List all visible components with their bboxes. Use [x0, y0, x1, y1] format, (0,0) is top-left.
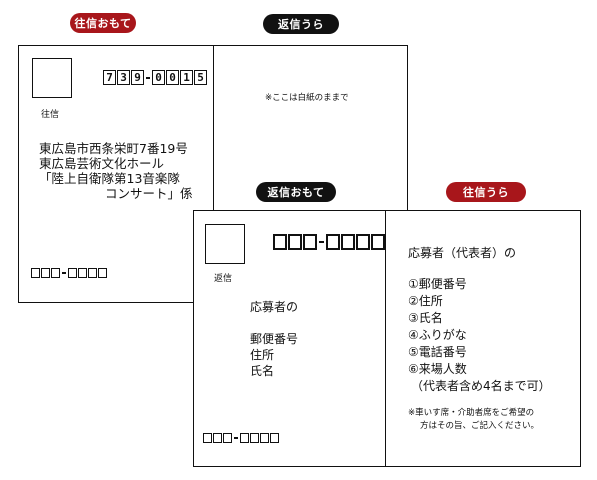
stamp-caption: 返信 — [214, 274, 233, 284]
zip-dash — [319, 241, 324, 243]
footnote: ※車いす席・介助者席をご希望の 方はその旨、ご記入ください。 — [408, 407, 539, 433]
footnote-line: 方はその旨、ご記入ください。 — [420, 421, 540, 431]
blank-note: ※ここは白紙のままで — [265, 93, 349, 103]
label-hen-ura: 返信うら — [263, 14, 339, 34]
zip-box — [341, 234, 355, 250]
zip-dash — [146, 76, 150, 79]
zip-box — [88, 268, 97, 278]
field-line: 応募者の — [250, 300, 299, 314]
field-line: 郵便番号 — [250, 332, 299, 346]
postcard-reply: 返信 応募者の 郵便番号 住所 氏名 応募者（代表者）の ①郵便番号 ②住所 ③… — [193, 210, 581, 467]
label-ofuku-ura: 往信うら — [446, 182, 526, 202]
zip-box — [223, 433, 232, 443]
zip-box — [371, 234, 385, 250]
address-line: 東広島芸術文化ホール — [39, 156, 165, 171]
zip-box — [203, 433, 212, 443]
zip-digit: 1 — [180, 70, 193, 85]
list-item: ②住所 — [408, 294, 443, 308]
zip-box — [326, 234, 340, 250]
label-ofuku-omote: 往信おもて — [70, 13, 136, 33]
zip-box — [303, 234, 317, 250]
list-item: ⑥来場人数 — [408, 362, 467, 376]
zip-box — [31, 268, 40, 278]
stamp-box — [32, 58, 72, 98]
zip-box — [41, 268, 50, 278]
address-line: 東広島市西条栄町7番19号 — [39, 141, 188, 156]
list-item: ③氏名 — [408, 311, 443, 325]
zip-digit: 0 — [152, 70, 165, 85]
zip-dash — [234, 437, 238, 439]
zip-box — [68, 268, 77, 278]
address-line: コンサート」係 — [105, 186, 193, 201]
address-line: 「陸上自衛隊第13音楽隊 — [39, 171, 180, 186]
zip-box — [260, 433, 269, 443]
list-item: ⑤電話番号 — [408, 345, 467, 359]
label-hen-omote: 返信おもて — [256, 182, 336, 202]
field-line: 氏名 — [250, 364, 275, 378]
zip-box — [273, 234, 287, 250]
reply-sender-zip-boxes — [203, 433, 279, 443]
items-title: 応募者（代表者）の — [408, 246, 517, 260]
list-item: ④ふりがな — [408, 328, 467, 342]
zip-code-boxes: 7 3 9 0 0 1 5 — [103, 70, 207, 85]
sender-zip-boxes — [31, 268, 107, 278]
required-items-list: 応募者（代表者）の ①郵便番号 ②住所 ③氏名 ④ふりがな ⑤電話番号 ⑥来場人… — [408, 245, 551, 395]
reply-zip-boxes — [273, 234, 385, 250]
zip-digit: 0 — [166, 70, 179, 85]
stamp-caption: 往信 — [41, 110, 60, 120]
zip-box — [270, 433, 279, 443]
reply-address-fields: 応募者の 郵便番号 住所 氏名 — [250, 299, 298, 379]
footnote-line: ※車いす席・介助者席をご希望の — [408, 408, 535, 418]
zip-box — [240, 433, 249, 443]
zip-digit: 7 — [103, 70, 116, 85]
zip-box — [213, 433, 222, 443]
field-line: 住所 — [250, 348, 275, 362]
zip-box — [98, 268, 107, 278]
zip-box — [78, 268, 87, 278]
stamp-box — [205, 224, 245, 264]
zip-box — [250, 433, 259, 443]
zip-box — [288, 234, 302, 250]
zip-box — [51, 268, 60, 278]
list-item: ①郵便番号 — [408, 277, 467, 291]
card-divider — [213, 46, 214, 302]
zip-digit: 5 — [194, 70, 207, 85]
zip-dash — [62, 272, 66, 274]
zip-digit: 9 — [131, 70, 144, 85]
zip-box — [356, 234, 370, 250]
list-item: （代表者含め4名まで可） — [411, 379, 551, 393]
zip-digit: 3 — [117, 70, 130, 85]
recipient-address: 東広島市西条栄町7番19号 東広島芸術文化ホール 「陸上自衛隊第13音楽隊 コン… — [39, 141, 193, 201]
card-divider — [385, 211, 386, 466]
